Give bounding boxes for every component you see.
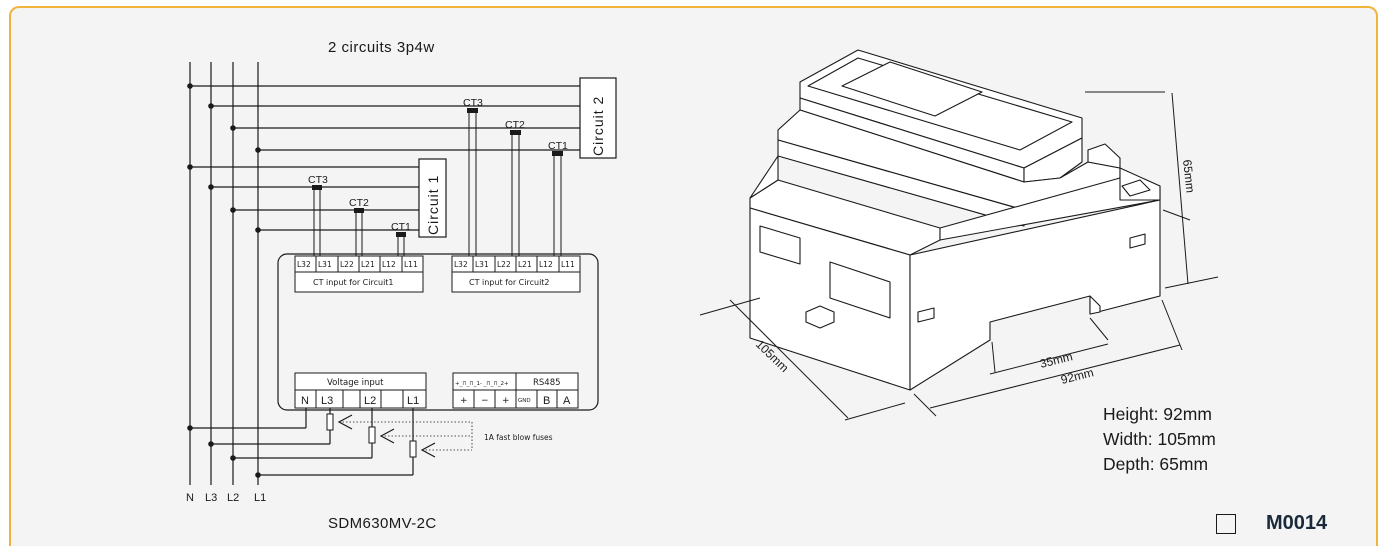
ct1-label-c1: CT1 [391, 221, 411, 233]
fuses [326, 413, 473, 458]
terminal-c2-l22: L22 [497, 260, 511, 269]
rs485-terminal-a: A [563, 395, 571, 407]
ct-terminal-block-circuit2 [451, 255, 581, 293]
terminal-c1-l22: L22 [340, 260, 354, 269]
pulse-terminal-plus2: + [502, 396, 510, 406]
voltage-terminal-l1: L1 [407, 395, 419, 407]
ct2-label-c1: CT2 [349, 197, 369, 209]
voltage-wiring [187, 408, 414, 478]
meter-device-drawing [749, 49, 1161, 391]
terminal-c2-l31: L31 [475, 260, 489, 269]
pulse-rs485-block [452, 372, 579, 409]
terminal-c2-l11: L11 [561, 260, 575, 269]
circuit2-label: Circuit 2 [590, 96, 606, 156]
terminal-c2-l32: L32 [454, 260, 468, 269]
ct-sensors-circuit1 [312, 185, 406, 256]
terminal-c1-l12: L12 [382, 260, 396, 269]
diagram-title: 2 circuits 3p4w [328, 39, 435, 56]
terminal-c1-l31: L31 [318, 260, 332, 269]
pulse-terminal-minus: − [481, 396, 489, 406]
terminal-c1-l11: L11 [404, 260, 418, 269]
ct3-label-c2: CT3 [463, 97, 483, 109]
spec-depth: Depth: 65mm [1103, 454, 1209, 474]
ct2-label-c2: CT2 [505, 119, 525, 131]
voltage-terminal-l3: L3 [321, 395, 333, 407]
voltage-terminal-n: N [301, 395, 309, 407]
dim-label-65mm: 65mm [1180, 159, 1197, 194]
ct-sensors-circuit2 [467, 108, 563, 256]
bus-label-l1: L1 [254, 492, 266, 504]
model-label: SDM630MV-2C [328, 515, 437, 532]
specs-block: Height: 92mm Width: 105mm Depth: 65mm [1103, 402, 1216, 477]
terminal-c2-l21: L21 [518, 260, 532, 269]
ct-input-circuit1-label: CT input for Circuit1 [313, 278, 394, 287]
rs485-label: RS485 [533, 378, 561, 388]
rs485-terminal-b: B [543, 395, 550, 407]
product-code: M0014 [1266, 512, 1328, 534]
circuit1-box [418, 158, 447, 238]
voltage-input-label: Voltage input [327, 378, 384, 388]
ct-terminal-block-circuit1 [294, 255, 424, 293]
bus-labels: N L3 L2 L1 [186, 492, 266, 504]
circuit1-label: Circuit 1 [425, 175, 441, 235]
bus-label-l3: L3 [205, 492, 217, 504]
dim-label-92mm: 92mm [1059, 365, 1095, 387]
ct1-label-c2: CT1 [548, 140, 568, 152]
circuit2-box [579, 77, 617, 159]
pulse-terminal-plus1: + [460, 396, 468, 406]
dim-label-35mm: 35mm [1038, 349, 1074, 371]
checkbox-icon[interactable] [1216, 514, 1236, 534]
ct-input-circuit2-label: CT input for Circuit2 [469, 278, 550, 287]
supply-bus-lines [189, 62, 259, 485]
voltage-terminal-l2: L2 [364, 395, 376, 407]
terminal-c1-l32: L32 [297, 260, 311, 269]
circuit1-feed-lines [187, 164, 419, 233]
spec-width: Width: 105mm [1103, 429, 1216, 449]
circuit2-feed-lines [187, 83, 580, 153]
fuse-note: 1A fast blow fuses [484, 433, 553, 442]
dimension-lines [699, 91, 1219, 421]
meter-outline [277, 253, 599, 411]
terminal-c1-l21: L21 [361, 260, 375, 269]
pulse-output-label: +_⊓_⊓_1- _⊓_⊓_2+ [455, 381, 509, 387]
bus-label-n: N [186, 492, 194, 504]
voltage-input-block [294, 372, 427, 409]
bus-label-l2: L2 [227, 492, 239, 504]
ct3-label-c1: CT3 [308, 174, 328, 186]
terminal-c2-l12: L12 [539, 260, 553, 269]
spec-height: Height: 92mm [1103, 404, 1212, 424]
rs485-terminal-gnd: GND [518, 398, 531, 404]
